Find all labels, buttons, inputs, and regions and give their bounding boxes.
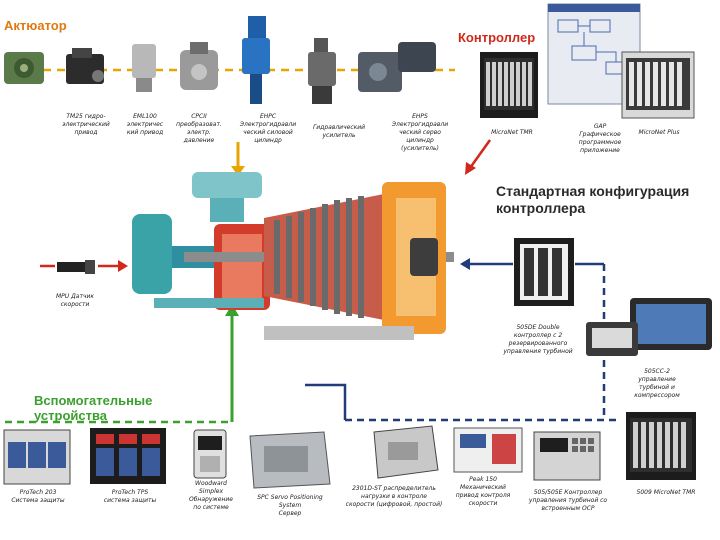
actuator-device-1 — [0, 42, 50, 97]
bottom-device-label-3: Woodward Simplex Обнаружение по системе — [189, 480, 233, 511]
actuator-device-ehpc — [236, 14, 276, 111]
controller-label-2: GAP Графическое программное приложение — [578, 123, 622, 154]
controller-micronet-plus — [620, 50, 696, 125]
actuator-label-2: EML100 электричес кий привод — [126, 113, 164, 136]
device-2301d-st — [368, 424, 440, 485]
controller-arrow-line — [468, 139, 492, 169]
bottom-device-label-4: SPC Servo Positioning System Сервер — [257, 494, 323, 517]
speed-sensor-label: MPU Датчик скорости — [55, 293, 95, 308]
controller-label-3: MicroNet Plus — [638, 129, 680, 136]
section-title-actuator: Актюатор — [4, 18, 67, 33]
device-woodward-simplex — [192, 428, 228, 485]
actuator-label-4: EHPC Электрогидравли ческий силовой цили… — [239, 113, 297, 144]
speed-sensor-arrowhead — [118, 260, 128, 272]
section-title-standard-config: Стандартная конфигурация контроллера — [496, 183, 690, 216]
actuator-device-ehps — [354, 40, 440, 105]
actuator-label-6: EHPS Электрогидравли ческий серво цилинд… — [391, 113, 449, 152]
device-5009-micronet — [624, 410, 698, 487]
actuator-arrowhead — [231, 166, 245, 176]
actuator-device-cpcii — [174, 40, 224, 99]
controller-arrowhead — [465, 162, 476, 175]
bottom-device-label-1: ProTech 203 Система защиты — [11, 489, 65, 504]
bottom-device-label-8: 5009 MicroNet TMR — [636, 489, 696, 496]
bottom-device-label-2: ProTech TPS система защиты — [103, 489, 157, 504]
device-505cc2 — [584, 296, 714, 369]
device-protech-tps — [88, 426, 168, 491]
actuator-label-3: CPCII преобразоват. электр. давление — [176, 113, 222, 144]
bottom-navy-up — [305, 383, 347, 420]
actuator-device-hydraulic-amp — [300, 36, 344, 113]
device-505de-double — [512, 236, 576, 313]
controller-label-1: MicroNet TMR — [491, 129, 533, 136]
device-spc-servo — [246, 430, 332, 495]
bottom-device-label-7: 505/505E Контроллер управления турбиной … — [528, 489, 608, 512]
actuator-device-eml100 — [124, 42, 164, 99]
device-protech-203 — [2, 428, 72, 491]
right-device-label-1: 505DE Double контроллер с 2 резервирован… — [503, 324, 573, 355]
right-arrowhead — [460, 258, 470, 270]
device-505-505e — [532, 430, 602, 487]
section-title-auxiliary: Вспомогательные устройства — [34, 393, 153, 423]
speed-sensor-device — [55, 256, 99, 283]
bottom-device-label-6: Peak 150 Механический привод контроля ск… — [455, 476, 511, 507]
turbine-cutaway — [124, 168, 474, 355]
bottom-device-label-5: 2301D-ST распределитель нагрузки в контр… — [345, 485, 443, 508]
device-peak-150 — [452, 426, 524, 479]
actuator-label-1: TM25 гидро- электрический привод — [62, 113, 110, 136]
actuator-device-tm25 — [60, 42, 110, 97]
controller-micronet-tmr — [478, 50, 540, 125]
actuator-label-5: Гидравлический усилитель — [312, 124, 366, 139]
section-title-controller: Контроллер — [458, 30, 536, 45]
right-device-label-2: 505CC-2 управление турбиной и компрессор… — [634, 368, 680, 399]
